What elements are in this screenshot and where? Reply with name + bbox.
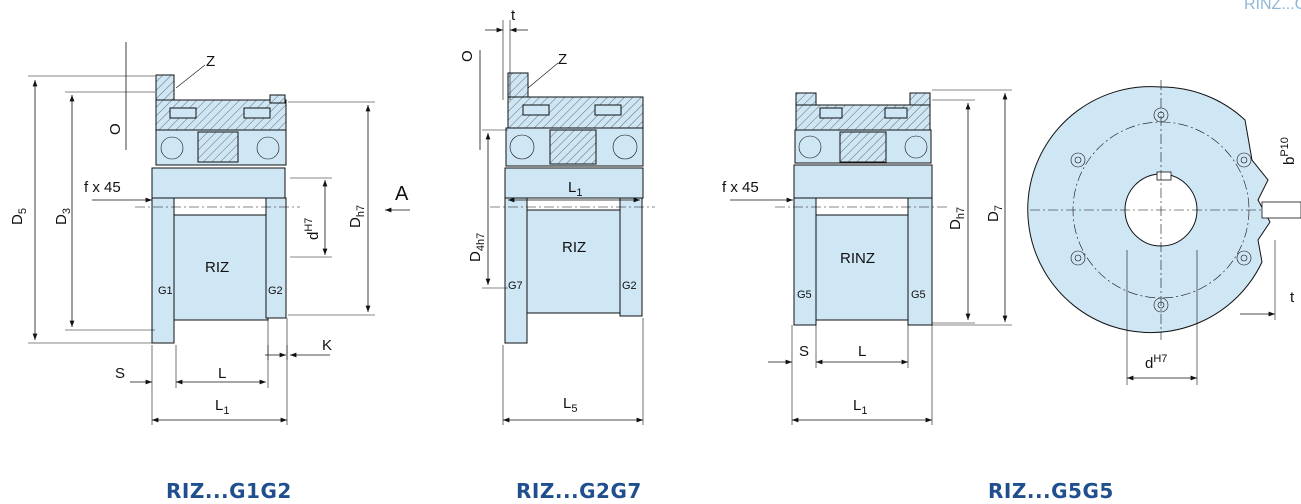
caption-g5g5: RIZ...G5G5 xyxy=(988,479,1114,503)
d3-label: D3 xyxy=(53,208,73,225)
caption-g1g2: RIZ...G1G2 xyxy=(166,479,292,503)
body-label-3: RINZ xyxy=(840,250,875,267)
caption-g2g7: RIZ...G2G7 xyxy=(516,479,642,503)
view-g2g7: RIZ G7 G2 t O Z D4h7 L1 L5 RIZ...G2G7 xyxy=(459,7,655,503)
k-label: K xyxy=(322,337,332,354)
l-label-3: L xyxy=(858,343,866,360)
t-label-2: t xyxy=(511,7,516,24)
s-label-3: S xyxy=(799,343,809,360)
l5-label: L5 xyxy=(563,395,577,415)
dh7-label: dH7 xyxy=(303,218,322,240)
z-label-1: Z xyxy=(206,53,215,70)
view-g5g5: RINZ G5 G5 f x 45 Dh7 D7 S L L1 RIZ...G5… xyxy=(722,89,1114,503)
dh7-outer-label-1: Dh7 xyxy=(347,205,367,228)
l1-label-1: L1 xyxy=(215,397,229,417)
g2-label-2: G2 xyxy=(622,280,637,292)
l1-label-2: L1 xyxy=(568,179,582,199)
end-t-label: t xyxy=(1290,289,1295,306)
body-label-2: RIZ xyxy=(562,239,586,256)
a-view-label: A xyxy=(395,183,409,205)
fx45-label-3: f x 45 xyxy=(722,179,759,196)
d7-label: D7 xyxy=(985,205,1005,222)
fx45-label-1: f x 45 xyxy=(84,179,121,196)
o-label-2: O xyxy=(459,50,476,62)
o-label-1: O xyxy=(107,123,124,135)
body-label-1: RIZ xyxy=(205,259,229,276)
g2-label-1: G2 xyxy=(268,285,283,297)
end-dh7-label: dH7 xyxy=(1145,353,1167,372)
s-label-1: S xyxy=(115,365,125,382)
g5-left-label: G5 xyxy=(797,289,812,301)
end-view: dH7 bP10 t xyxy=(1027,80,1301,385)
d4h7-label: D4h7 xyxy=(467,233,487,262)
view-g1g2: RIZ G1 G2 D5 D3 O Z f x 45 dH7 Dh7 A K xyxy=(9,42,410,503)
dh7-outer-label-3: Dh7 xyxy=(947,207,967,230)
g1-label: G1 xyxy=(158,285,173,297)
z-label-2: Z xyxy=(558,51,567,68)
bp10-label: bP10 xyxy=(1279,137,1298,165)
header-code: RINZ...G xyxy=(1244,0,1301,13)
l-label-1: L xyxy=(218,365,226,382)
l1-label-3: L1 xyxy=(853,397,867,417)
g7-label: G7 xyxy=(508,280,523,292)
d5-label: D5 xyxy=(9,208,29,225)
g5-right-label: G5 xyxy=(911,289,926,301)
